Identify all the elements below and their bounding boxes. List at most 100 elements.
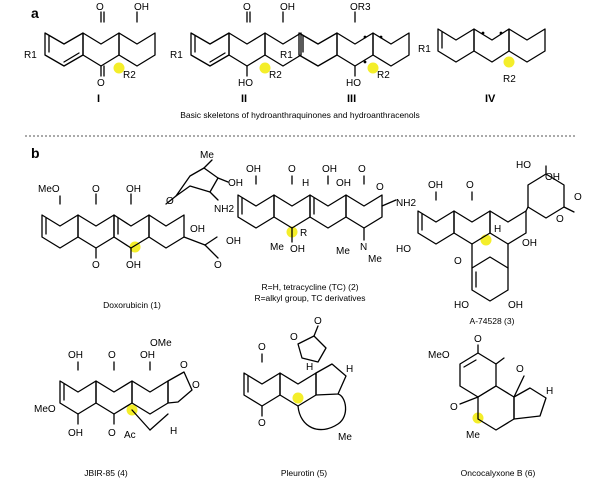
ring-c [118, 32, 156, 67]
label-R1: R1 [280, 50, 293, 61]
label-O-3: O [516, 364, 524, 375]
skeleton-IV: R1 R2 IV [418, 28, 546, 105]
label-Me-1: Me [270, 242, 284, 253]
skeleton-II: O OH HO R1 R2 II [170, 2, 302, 105]
name-compound-5: Pleurotin (5) [281, 468, 327, 478]
label-R1: R1 [170, 50, 183, 61]
label-HO-top: HO [516, 160, 531, 171]
label-N: N [360, 242, 367, 253]
label-Me: Me [338, 432, 352, 443]
label-H: H [546, 386, 553, 397]
label-OH-3: OH [68, 428, 83, 439]
label-OH-4: OH [226, 236, 241, 247]
stereocenter-highlight [503, 56, 515, 68]
label-OH-3: OH [190, 224, 205, 235]
label-R2: R2 [269, 70, 282, 81]
label-OMe: OMe [150, 338, 172, 349]
label-O-4: O [192, 380, 200, 391]
label-O-3: O [376, 182, 384, 193]
label-R: R [300, 228, 307, 239]
numeral-III: III [347, 93, 356, 105]
label-O-bottom: O [97, 78, 105, 89]
label-O-top: O [96, 2, 104, 13]
subtitle-compound-2: R=alkyl group, TC derivatives [254, 293, 365, 303]
label-OH: OH [280, 2, 295, 13]
name-compound-1: Doxorubicin (1) [103, 300, 161, 310]
label-MeO: MeO [428, 350, 450, 361]
label-R2: R2 [377, 70, 390, 81]
label-O-3: O [214, 260, 222, 271]
label-Me-2: Me [336, 246, 350, 257]
label-OH-2: OH [126, 260, 141, 271]
label-O-1: O [258, 342, 266, 353]
ring-a [44, 32, 84, 67]
label-MeO: MeO [38, 184, 60, 195]
label-OH-2: OH [140, 350, 155, 361]
label-OH-4: OH [290, 244, 305, 255]
compound-a74528: HO OH O O HO OH O HO OH OH O H [396, 160, 582, 311]
label-H-2: H [346, 364, 353, 375]
label-O-glycoside: O [166, 196, 174, 207]
name-compound-2: R=H, tetracycline (TC) (2) [261, 282, 358, 292]
label-OH: OH [134, 2, 149, 13]
label-O-2: O [454, 256, 462, 267]
label-O-3: O [180, 360, 188, 371]
label-HO-left: HO [396, 244, 411, 255]
compound-jbir85: OH O OH OMe MeO OH O O O Ac H [34, 338, 200, 441]
label-OH-4: OH [545, 172, 560, 183]
label-O-1: O [108, 350, 116, 361]
label-O-1: O [288, 164, 296, 175]
skeleton-III: OR3 HO R1 R2 III [280, 2, 410, 105]
label-HO: HO [238, 78, 253, 89]
label-OH-2: OH [522, 238, 537, 249]
label-O-2: O [314, 316, 322, 327]
label-O-1: O [466, 180, 474, 191]
stereocenter-highlight [113, 62, 125, 74]
label-Me-3: Me [368, 254, 382, 265]
label-O-lactone: O [556, 214, 564, 225]
compound-oncocalyxone-b: MeO O O O H Me [428, 334, 553, 441]
label-OH-3: OH [508, 300, 523, 311]
label-OR3: OR3 [350, 2, 371, 13]
label-Ac: Ac [124, 430, 136, 441]
label-R1: R1 [24, 50, 37, 61]
label-O-4: O [258, 418, 266, 429]
label-O-2: O [92, 260, 100, 271]
compound-doxorubicin: MeO O OH O OH O OH O OH Me OH NH2 [38, 150, 243, 271]
label-O-2: O [108, 428, 116, 439]
stereocenter-highlight [367, 62, 379, 74]
label-O-top: O [243, 2, 251, 13]
label-H: H [170, 426, 177, 437]
label-H-1: H [306, 362, 313, 373]
label-OH-3: OH [336, 178, 351, 189]
label-R2: R2 [123, 70, 136, 81]
label-O-2: O [358, 164, 366, 175]
numeral-II: II [241, 93, 247, 105]
compound-tetracycline: OH O OH O H OH O NH2 R Me OH Me N Me [237, 164, 416, 265]
panel-b-label: b [31, 145, 40, 161]
label-O-3: O [290, 332, 298, 343]
label-NH2: NH2 [396, 198, 416, 209]
panel-a-caption: Basic skeletons of hydroanthraquinones a… [180, 110, 420, 120]
label-OH-5: OH [228, 178, 243, 189]
skeleton-I: O OH O R1 R2 I [24, 2, 156, 105]
label-OH-1: OH [428, 180, 443, 191]
name-compound-4: JBIR-85 (4) [84, 468, 128, 478]
numeral-I: I [97, 93, 100, 105]
label-MeO: MeO [34, 404, 56, 415]
name-compound-6: Oncocalyxone B (6) [461, 468, 536, 478]
label-NH2: NH2 [214, 204, 234, 215]
label-HO-bottom: HO [454, 300, 469, 311]
label-H: H [302, 178, 309, 189]
label-OH-2: OH [322, 164, 337, 175]
compound-pleurotin: O O O O H H Me [243, 316, 353, 443]
stereocenter-highlight [259, 62, 271, 74]
ring-b [82, 32, 120, 67]
panel-a-label: a [31, 5, 39, 21]
label-O-2: O [450, 402, 458, 413]
label-R1: R1 [418, 44, 431, 55]
label-OH-1: OH [126, 184, 141, 195]
label-O-1: O [92, 184, 100, 195]
